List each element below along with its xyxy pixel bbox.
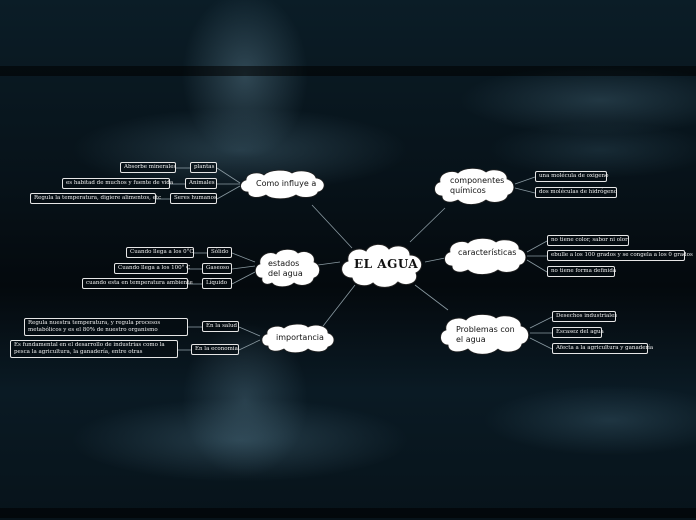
leaf-hidrogeno[interactable]: dos moléculas de hidrógeno [535, 187, 617, 198]
link-forma [526, 259, 548, 273]
leaf-afecta[interactable]: Afecta a la agricultura y ganadería [552, 343, 653, 354]
cloud-shape [240, 169, 325, 200]
topic-estados[interactable]: estados del agua [252, 246, 322, 288]
cloud-shape [440, 314, 530, 355]
topic-influye[interactable]: Como influye a [236, 168, 328, 200]
leaf-temperatura-ambiente[interactable]: cuando esta en temperatura ambiente [82, 278, 193, 289]
link-center-estados [317, 261, 341, 266]
leaf-plantas[interactable]: plantas [190, 162, 217, 173]
leaf-desechos[interactable]: Desechos industriales [552, 311, 617, 322]
topic-caracteristicas[interactable]: características [440, 236, 528, 276]
background-band [0, 66, 696, 76]
link-economia [238, 339, 261, 351]
cloud-shape [444, 237, 527, 275]
leaf-sin-forma[interactable]: no tiene forma definida [547, 266, 616, 277]
leaf-sin-color[interactable]: no tiene color, sabor ni olor [547, 235, 629, 246]
topic-label: estados del agua [268, 259, 303, 278]
leaf-escasez[interactable]: Escasez del agua [552, 327, 604, 338]
background-band [0, 508, 696, 518]
leaf-animales[interactable]: Animales [185, 178, 217, 189]
leaf-solido[interactable]: Sólido [207, 247, 232, 258]
link-center-influye [311, 204, 353, 249]
link-salud [238, 326, 261, 337]
link-seres [216, 185, 241, 200]
link-plantas [216, 167, 241, 184]
link-color [526, 240, 548, 253]
cloud-shape [261, 323, 335, 354]
leaf-gaseoso[interactable]: Gaseoso [202, 263, 232, 274]
link-center-caracteristicas [424, 257, 446, 263]
cloud-shape [341, 243, 423, 288]
leaf-ebullicion[interactable]: ebulle a los 100 grados y se congela a l… [547, 250, 693, 261]
leaf-regula-temperatura[interactable]: Regula la temperatura, digiere alimentos… [30, 193, 161, 204]
link-liquido [231, 271, 256, 285]
center-node[interactable]: EL AGUA [336, 240, 426, 290]
topic-problemas[interactable]: Problemas con el agua [436, 312, 532, 356]
link-oxigeno [514, 176, 536, 185]
cloud-shape [254, 248, 321, 288]
leaf-fundamental[interactable]: Es fundamental en el desarrollo de indus… [10, 340, 178, 358]
topic-label: Como influye a [256, 179, 317, 188]
link-center-problemas [414, 284, 449, 311]
leaf-absorbe[interactable]: Absorbe minerales [120, 162, 176, 173]
link-solido [231, 252, 256, 263]
cloud-shape [434, 167, 515, 205]
leaf-regula-procesos[interactable]: Regula nuestra temperatura, y regula pro… [24, 318, 188, 336]
leaf-cien-grados[interactable]: Cuando llega a los 100° C [114, 263, 190, 274]
leaf-cero-grados[interactable]: Cuando llega a los 0°C [126, 247, 194, 258]
link-hidrogeno [514, 187, 536, 194]
leaf-economia[interactable]: En la economia [191, 344, 239, 355]
leaf-seres-humanos[interactable]: Seres humanos [170, 193, 217, 204]
link-desechos [529, 316, 553, 329]
topic-label: características [458, 248, 517, 257]
topic-label: importancia [276, 333, 324, 342]
topic-label: Problemas con el agua [456, 325, 515, 344]
center-label: EL AGUA [354, 257, 419, 271]
leaf-habitad[interactable]: es habitad de muchos y fuente de vida [62, 178, 173, 189]
link-gaseoso [231, 265, 256, 270]
link-afecta [529, 337, 553, 350]
leaf-oxigeno[interactable]: una molécula de oxigeno [535, 171, 608, 182]
link-center-componentes [409, 207, 446, 243]
link-center-importancia [319, 284, 356, 331]
leaf-salud[interactable]: En la salud [202, 321, 239, 332]
leaf-liquido[interactable]: Líquido [202, 278, 232, 289]
topic-importancia[interactable]: importancia [258, 322, 336, 354]
topic-componentes[interactable]: componentes químicos [430, 166, 516, 206]
topic-label: componentes químicos [450, 176, 505, 195]
